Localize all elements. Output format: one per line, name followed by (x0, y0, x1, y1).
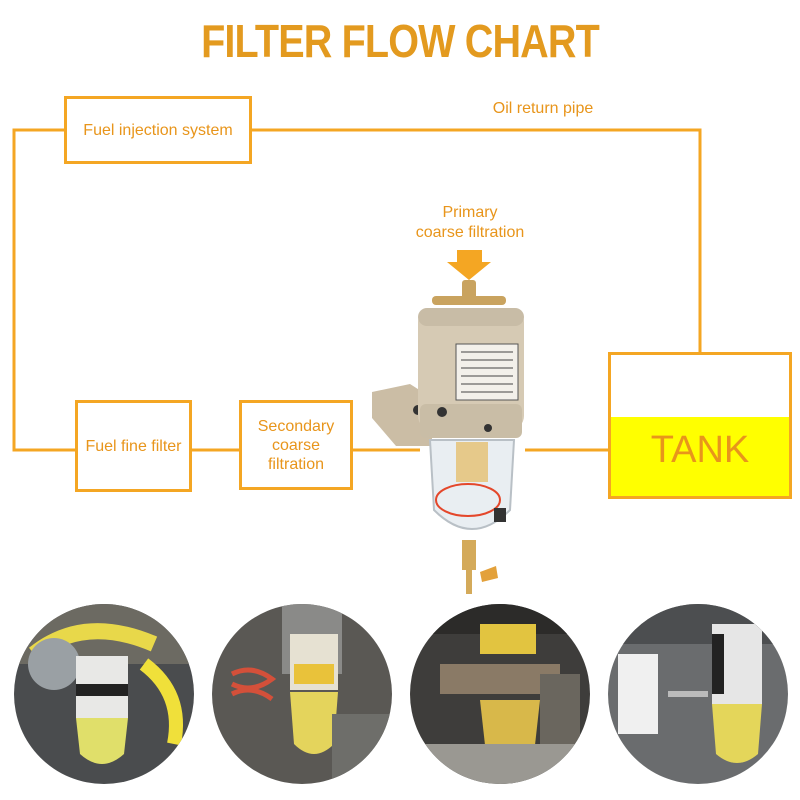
installed-filter-photo-2 (212, 604, 392, 784)
installed-filter-photo-1 (14, 604, 194, 784)
secondary-line-1: Secondary (257, 417, 335, 435)
tank-label: TANK (650, 429, 750, 471)
fuel-fine-filter-box: Fuel fine filter (75, 400, 192, 492)
left-line (12, 128, 75, 452)
oil-return-pipe-label: Oil return pipe (492, 100, 594, 117)
installed-filter-photo-4 (608, 604, 788, 784)
primary-line-2: coarse filtration (415, 224, 525, 241)
secondary-filtration-box: Secondary coarse filtration (239, 400, 353, 490)
tank-box: TANK (608, 352, 792, 499)
installed-filter-photo-3 (410, 604, 590, 784)
fuel-fine-filter-label: Fuel fine filter (85, 437, 182, 455)
primary-line-1: Primary (442, 204, 498, 221)
fuel-injection-system-label: Fuel injection system (83, 121, 233, 139)
return-pipe-line (252, 128, 702, 352)
fuel-injection-system-box: Fuel injection system (64, 96, 252, 164)
primary-filtration-label: Primary coarse filtration (400, 203, 540, 243)
secondary-line-2: coarse filtration (267, 436, 325, 473)
arrow-down-icon (447, 250, 491, 280)
page-title: FILTER FLOW CHART (201, 15, 600, 67)
fuel-filter-icon (372, 280, 524, 594)
